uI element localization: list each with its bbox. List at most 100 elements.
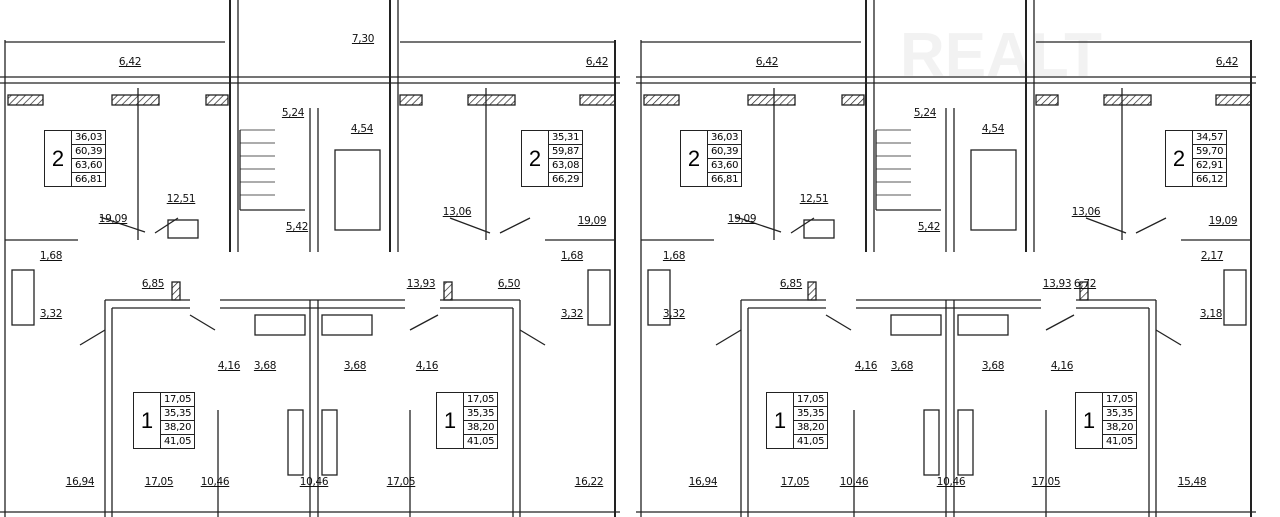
room-area-label: 5,42 [285, 221, 309, 233]
watermark-logo: REALT [900, 21, 1103, 90]
wall-line [519, 329, 546, 346]
room-count: 1 [437, 393, 464, 448]
area-value: 59,87 [549, 145, 583, 159]
hatched-wall [807, 281, 817, 301]
area-value: 17,05 [794, 393, 828, 407]
area-value: 36,03 [708, 131, 742, 145]
fixture [1223, 269, 1247, 326]
hatched-wall [443, 281, 453, 301]
hatched-wall [1079, 281, 1089, 301]
room-area-label: 10,46 [299, 476, 329, 488]
area-value: 36,03 [72, 131, 106, 145]
wall-line [715, 329, 742, 346]
room-area-label: 1,68 [560, 250, 584, 262]
room-area-label: 4,54 [350, 123, 374, 135]
room-area-label: 13,06 [1071, 206, 1101, 218]
room-area-label: 19,09 [727, 213, 757, 225]
room-area-label: 3,32 [39, 308, 63, 320]
room-area-label: 4,54 [981, 123, 1005, 135]
area-value: 38,20 [161, 421, 195, 435]
room-area-label: 5,42 [917, 221, 941, 233]
hatched-wall [1215, 94, 1252, 106]
area-value: 63,60 [708, 159, 742, 173]
room-area-label: 6,42 [755, 56, 779, 68]
area-value: 35,31 [549, 131, 583, 145]
fixture [970, 149, 1017, 231]
area-value: 38,20 [464, 421, 498, 435]
area-value: 38,20 [1103, 421, 1137, 435]
fixture [587, 269, 611, 326]
room-area-label: 16,94 [65, 476, 95, 488]
room-area-label: 3,18 [1199, 308, 1223, 320]
room-area-label: 5,24 [281, 107, 305, 119]
wall-line [1085, 217, 1127, 234]
fixture [254, 314, 306, 336]
room-area-label: 16,94 [688, 476, 718, 488]
hatched-wall [467, 94, 516, 106]
room-area-label: 13,06 [442, 206, 472, 218]
area-value: 41,05 [1106, 436, 1134, 447]
room-count: 1 [1076, 393, 1103, 448]
room-area-label: 3,68 [253, 360, 277, 372]
area-value: 62,91 [1193, 159, 1227, 173]
room-area-label: 2,17 [1200, 250, 1224, 262]
room-area-label: 17,05 [386, 476, 416, 488]
room-area-label: 3,68 [981, 360, 1005, 372]
hatched-wall [1103, 94, 1152, 106]
hatched-wall [643, 94, 680, 106]
room-area-label: 12,51 [166, 193, 196, 205]
fixture [957, 314, 1009, 336]
room-area-label: 6,42 [118, 56, 142, 68]
area-value: 60,39 [72, 145, 106, 159]
room-count: 2 [1166, 131, 1193, 186]
room-count: 2 [45, 131, 72, 186]
fixture [287, 409, 304, 476]
hatched-wall [1035, 94, 1059, 106]
area-value: 63,60 [72, 159, 106, 173]
wall-line [1155, 329, 1182, 346]
room-area-label: 4,16 [415, 360, 439, 372]
room-area-label: 3,68 [343, 360, 367, 372]
wall-line [1135, 217, 1167, 234]
area-value: 59,70 [1193, 145, 1227, 159]
hatched-wall [841, 94, 865, 106]
room-count: 1 [134, 393, 161, 448]
fixture [923, 409, 940, 476]
fixture [321, 409, 338, 476]
wall-line [79, 329, 106, 346]
room-area-label: 16,22 [574, 476, 604, 488]
room-area-label: 17,05 [780, 476, 810, 488]
room-count: 2 [522, 131, 549, 186]
wall-line [1045, 314, 1075, 331]
room-area-label: 13,93 [1042, 278, 1072, 290]
area-value: 17,05 [1103, 393, 1137, 407]
room-area-label: 19,09 [1208, 215, 1238, 227]
fixture [11, 269, 35, 326]
hatched-wall [111, 94, 160, 106]
room-area-label: 6,85 [779, 278, 803, 290]
room-area-label: 4,16 [1050, 360, 1074, 372]
wall-line [99, 216, 146, 233]
area-value: 66,81 [75, 174, 103, 185]
area-value: 41,05 [164, 436, 192, 447]
area-value: 66,81 [711, 174, 739, 185]
room-area-label: 4,16 [854, 360, 878, 372]
area-value: 34,57 [1193, 131, 1227, 145]
area-value: 63,08 [549, 159, 583, 173]
room-area-label: 4,16 [217, 360, 241, 372]
wall-line [154, 217, 179, 234]
room-area-label: 19,09 [98, 213, 128, 225]
area-value: 66,12 [1196, 174, 1224, 185]
room-area-label: 1,68 [662, 250, 686, 262]
room-area-label: 15,48 [1177, 476, 1207, 488]
area-value: 35,35 [794, 407, 828, 421]
area-value: 38,20 [794, 421, 828, 435]
wall-line [790, 217, 815, 234]
